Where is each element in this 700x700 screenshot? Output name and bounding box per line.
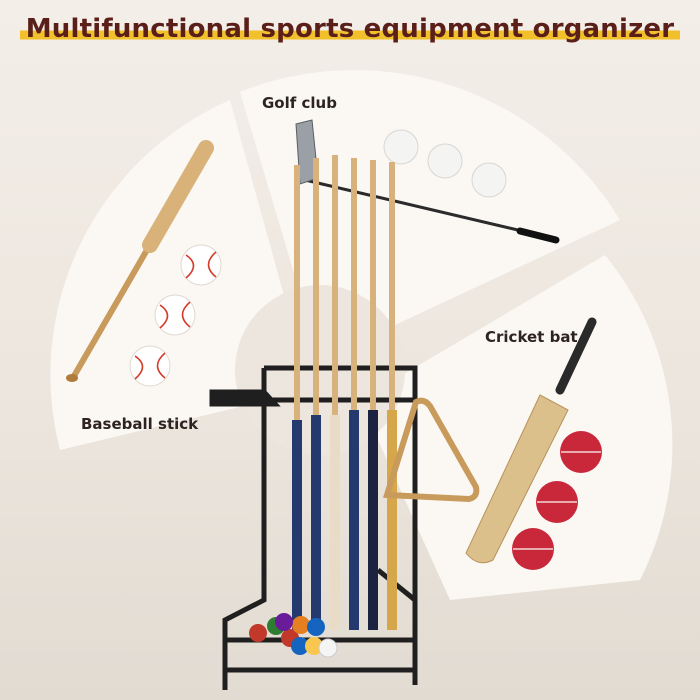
label-cricket-bat: Cricket bat — [485, 328, 578, 346]
baseball-bat — [66, 140, 214, 382]
golf-club — [295, 119, 560, 244]
baseball-3 — [129, 345, 171, 387]
panel-cricket — [360, 255, 673, 600]
pool-cues — [292, 155, 397, 630]
baseballs — [129, 244, 222, 387]
baseball-1 — [180, 244, 222, 286]
cricket-bat — [465, 317, 597, 564]
billiard-balls — [249, 613, 338, 658]
baseball-2 — [154, 294, 196, 336]
label-baseball-stick: Baseball stick — [81, 415, 199, 433]
page-title: Multifunctional sports equipment organiz… — [19, 14, 681, 44]
wedge-panels — [50, 70, 673, 600]
golf-ball-2 — [427, 143, 463, 179]
cricket-balls — [512, 431, 602, 570]
golf-ball-1 — [383, 129, 419, 165]
title-container: Multifunctional sports equipment organiz… — [0, 14, 700, 44]
golf-balls — [383, 129, 507, 198]
billiard-triangle — [382, 397, 480, 503]
label-golf-club: Golf club — [262, 94, 337, 112]
golf-ball-3 — [471, 162, 507, 198]
